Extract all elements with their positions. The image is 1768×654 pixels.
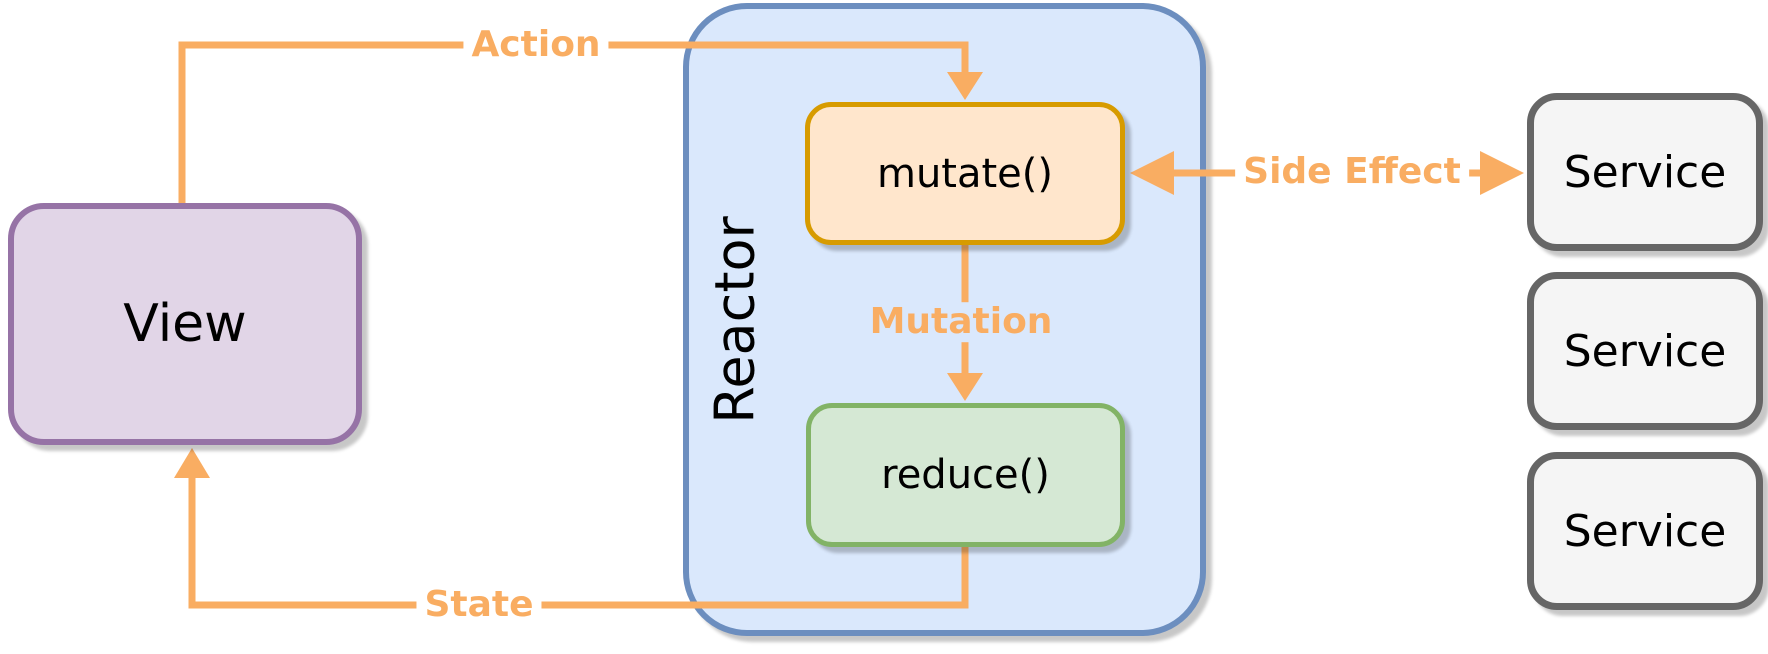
mutate-label: mutate() [876, 150, 1053, 197]
mutate-node: mutate() [805, 102, 1125, 245]
side-effect-arrowhead-left [1130, 151, 1174, 195]
reduce-label: reduce() [881, 452, 1050, 498]
service-label: Service [1563, 146, 1727, 198]
service-node-1: Service [1527, 93, 1763, 251]
service-node-2: Service [1527, 272, 1763, 430]
side-effect-edge-label: Side Effect [1235, 152, 1469, 192]
mutation-edge-label: Mutation [861, 302, 1061, 342]
view-label: View [123, 294, 247, 354]
action-edge-label: Action [463, 25, 609, 65]
state-arrowhead [174, 448, 210, 478]
mutation-arrowhead [947, 373, 983, 401]
service-node-3: Service [1527, 452, 1763, 610]
state-arrow-line [188, 477, 969, 609]
view-node: View [8, 203, 362, 445]
reduce-node: reduce() [806, 403, 1125, 547]
reactor-label: Reactor [703, 216, 767, 424]
state-edge-label: State [416, 585, 542, 625]
service-label: Service [1563, 325, 1727, 377]
side-effect-arrowhead-right [1480, 151, 1524, 195]
service-label: Service [1563, 505, 1727, 557]
action-arrowhead [947, 72, 983, 100]
